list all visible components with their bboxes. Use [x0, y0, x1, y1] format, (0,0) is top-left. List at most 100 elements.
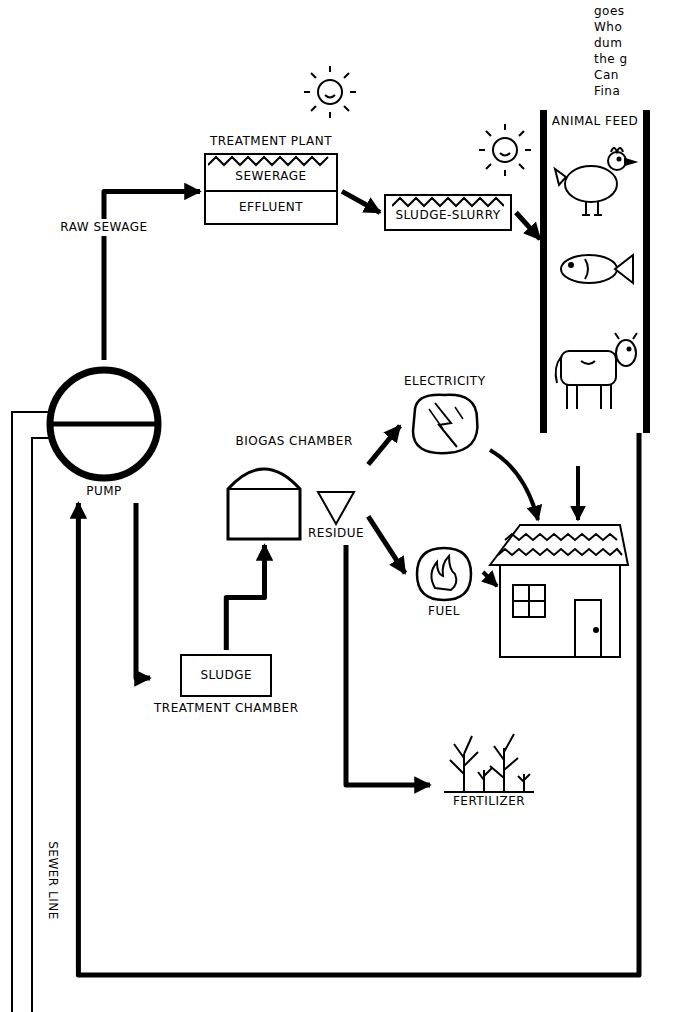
drawing-part — [581, 361, 595, 364]
drawing-part — [431, 556, 456, 590]
sun-rays — [304, 66, 356, 118]
output-node: FUEL — [405, 540, 483, 623]
drawing-part — [567, 385, 611, 409]
flow-arrow — [78, 433, 639, 975]
output-node: ELECTRICITY — [400, 370, 490, 463]
sewage-surface — [208, 155, 334, 167]
basin-label: SEWERAGE — [206, 167, 336, 190]
chamber-box: SLUDGE — [180, 654, 272, 697]
drawing-part — [50, 370, 158, 478]
roof-wave — [498, 549, 622, 555]
cropped-text: Who — [594, 20, 622, 35]
cropped-text: Can — [594, 68, 619, 83]
roof-wave — [505, 534, 617, 540]
node-heading: TREATMENT PLANT — [204, 134, 338, 149]
node-label: PUMP — [44, 484, 164, 499]
node-label: RESIDUE — [308, 526, 364, 541]
drawing-part — [615, 255, 633, 283]
drawing-part — [628, 348, 631, 351]
house-drawing — [490, 525, 628, 657]
sun-disc — [318, 80, 342, 104]
node-caption: TREATMENT CHAMBER — [154, 701, 299, 716]
flow-arrow — [368, 426, 400, 465]
drawing-part — [208, 157, 328, 165]
pump-node: PUMP — [40, 360, 168, 503]
basin-lower: EFFLUENT — [206, 190, 336, 223]
drawing-part — [478, 768, 492, 792]
cropped-text: goes — [594, 4, 625, 19]
drawing-part — [392, 198, 504, 206]
drawing-part — [561, 255, 617, 283]
animal-drawings — [551, 129, 641, 429]
flow-arrow — [368, 516, 405, 573]
process-box: SLUDGE TREATMENT CHAMBER — [150, 650, 303, 720]
sewer-pipe — [12, 412, 52, 1012]
node-heading: ELECTRICITY — [404, 374, 486, 389]
sun-icon — [479, 124, 531, 176]
drawing-part — [518, 774, 530, 792]
flow-arrow — [226, 545, 264, 650]
sun-disc — [493, 138, 517, 162]
drawing-part — [429, 407, 463, 429]
drawing-part — [444, 734, 534, 792]
drawing-part — [585, 259, 588, 279]
drawing-part — [615, 333, 637, 339]
node-heading: BIOGAS CHAMBER — [224, 434, 364, 449]
sun-smile — [325, 95, 335, 98]
drawing-part — [52, 422, 156, 427]
node-label: SLUDGE — [200, 668, 252, 683]
drawing-part — [556, 357, 561, 383]
sun-icon — [304, 66, 356, 118]
fuel-symbol — [409, 544, 479, 604]
drawing-part — [625, 159, 635, 165]
supply-arrow — [576, 466, 580, 520]
window-bars — [513, 585, 545, 617]
drawing-part — [582, 201, 602, 215]
drawing-part — [450, 736, 478, 792]
drawing-part — [318, 492, 354, 524]
process-box: TREATMENT PLANT SEWERAGE EFFLUENT — [200, 130, 342, 229]
drawing-part — [444, 791, 534, 793]
supply-arrow — [490, 450, 538, 520]
treatment-basin: SEWERAGE EFFLUENT — [204, 153, 338, 225]
drawing-part — [565, 166, 617, 202]
slurry-tank: SLUDGE-SLURRY — [384, 194, 512, 231]
basin-label: EFFLUENT — [210, 200, 332, 215]
drawing-part — [228, 488, 300, 490]
feed-band: ANIMAL FEED — [540, 110, 650, 433]
drawing-part — [561, 351, 616, 385]
cropped-text: Fina — [594, 84, 620, 99]
sun-smile — [500, 153, 510, 156]
node-label: FUEL — [409, 604, 479, 619]
drawing-part — [555, 148, 637, 409]
cropped-text: dum — [594, 36, 622, 51]
house-door — [575, 600, 601, 657]
drawing-part — [417, 548, 471, 600]
flow-arrow — [516, 213, 540, 240]
process-box: SLUDGE-SLURRY — [380, 190, 516, 235]
plant-drawing — [434, 724, 544, 794]
pump-symbol — [44, 364, 164, 484]
biogas-tank — [224, 453, 304, 541]
electricity-symbol — [405, 389, 485, 459]
residue-part: RESIDUE — [308, 490, 364, 541]
drawing-part — [555, 169, 566, 185]
cropped-text: the g — [594, 52, 628, 67]
house-wall — [500, 565, 620, 657]
drawing-part — [616, 340, 636, 366]
biogas-row: RESIDUE — [224, 453, 364, 541]
pipe-label: SEWER LINE — [45, 841, 60, 920]
node-heading: ANIMAL FEED — [551, 114, 639, 129]
node-label: FERTILIZER — [434, 794, 544, 809]
sun-rays — [479, 124, 531, 176]
drawing-part — [490, 734, 518, 792]
drawing-part — [569, 263, 573, 267]
pipe-wall — [12, 412, 52, 1012]
flow-arrow — [136, 503, 150, 678]
drawing-part — [228, 469, 300, 539]
flow-arrow — [342, 191, 380, 212]
residue-cone — [316, 490, 356, 526]
supply-arrow — [483, 572, 497, 586]
drawing-part — [618, 158, 621, 161]
